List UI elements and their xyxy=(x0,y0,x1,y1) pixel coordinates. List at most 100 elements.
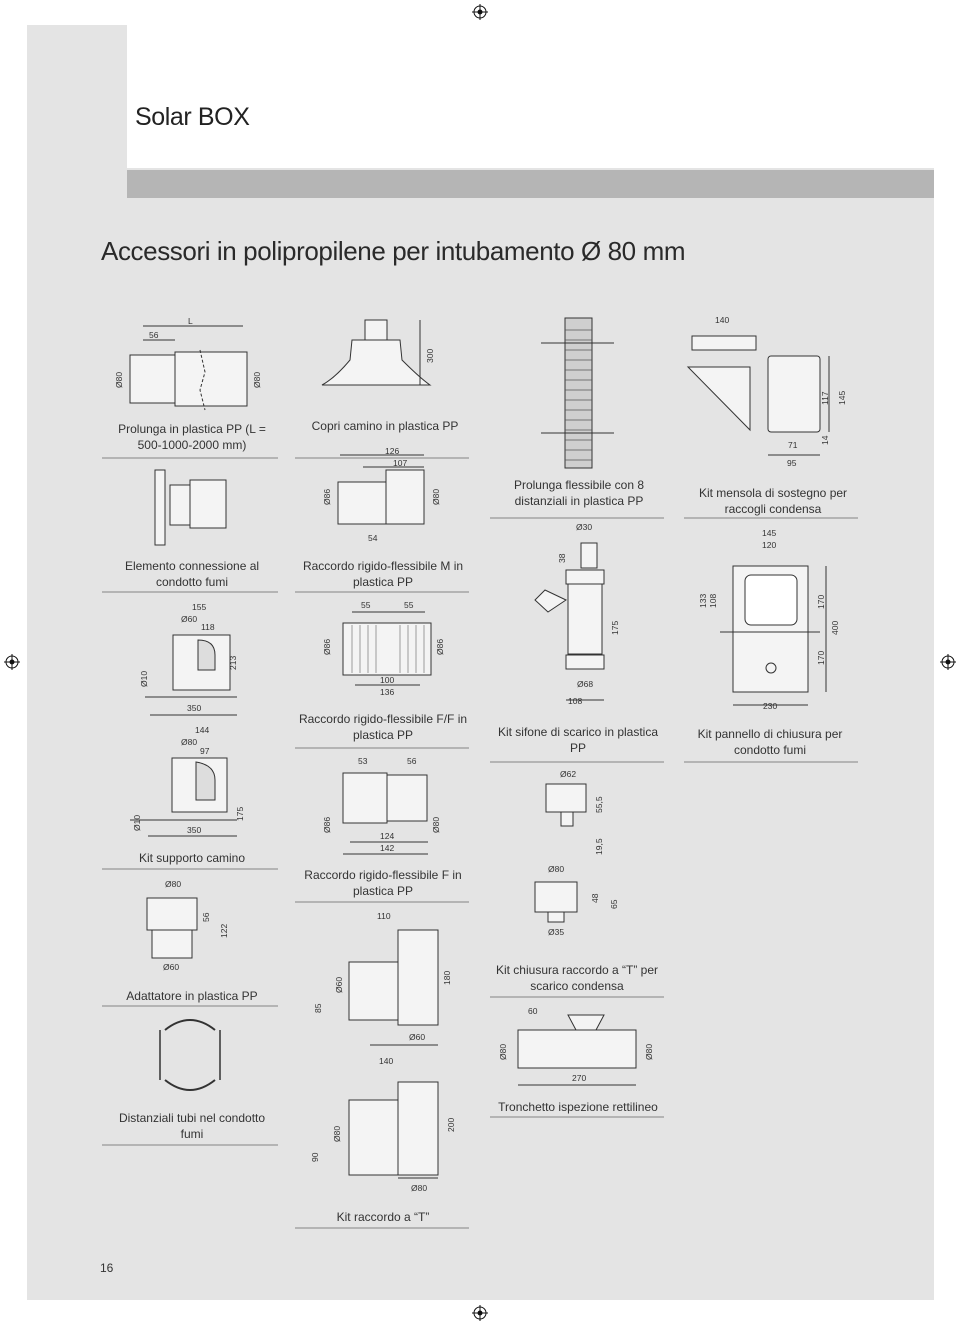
dim-label: 108 xyxy=(708,593,718,608)
dim-label: 122 xyxy=(219,923,229,938)
dim-label: Ø80 xyxy=(498,1043,508,1060)
caption-adattatore: Adattatore in plastica PP xyxy=(126,989,258,1003)
dim-label: Ø62 xyxy=(560,769,577,779)
drawing-pannello xyxy=(720,565,827,706)
dim-label: 270 xyxy=(572,1073,587,1083)
dim-label: Ø80 xyxy=(332,1125,342,1142)
drawing-connessione-side xyxy=(145,634,237,716)
dim-label: Ø80 xyxy=(411,1183,428,1193)
dim-label: 118 xyxy=(201,622,215,632)
drawing-raccordo-t-200 xyxy=(348,1081,439,1179)
registration-mark-icon xyxy=(940,654,956,670)
drawing-supporto-camino xyxy=(130,757,237,837)
dim-label: 65 xyxy=(609,899,619,909)
dim-label: Ø86 xyxy=(322,816,332,833)
dim-label: 175 xyxy=(610,620,620,635)
section-title: Accessori in polipropilene per intubamen… xyxy=(101,236,686,266)
dim-label: 170 xyxy=(816,650,826,665)
dim-label: 54 xyxy=(368,533,378,543)
dim-label: 14 xyxy=(820,435,830,445)
drawing-mensola xyxy=(686,335,830,456)
dim-label: 108 xyxy=(568,696,583,706)
dim-label: 145 xyxy=(837,390,847,405)
caption-rule-lines xyxy=(102,457,858,1229)
caption-tronchetto: Tronchetto ispezione rettilineo xyxy=(498,1100,658,1114)
dim-label: 38 xyxy=(557,553,567,563)
dim-label: 133 xyxy=(698,593,708,608)
dim-label: 90 xyxy=(310,1152,320,1162)
drawing-sifone xyxy=(534,542,605,701)
dim-label: 175 xyxy=(235,806,245,821)
dim-label: Ø10 xyxy=(139,670,149,687)
dim-label: 100 xyxy=(380,675,395,685)
dim-label: Ø80 xyxy=(252,371,262,388)
dim-label: Ø86 xyxy=(435,638,445,655)
header-panel xyxy=(127,25,934,168)
dim-label: Ø86 xyxy=(322,638,332,655)
dim-label: Ø80 xyxy=(644,1043,654,1060)
dim-label: 136 xyxy=(380,687,395,697)
drawing-adattatore xyxy=(146,897,198,959)
dim-label: 60 xyxy=(528,1006,538,1016)
drawing-prolunga xyxy=(129,325,248,411)
header-divider-bar xyxy=(127,170,934,198)
dim-label: Ø80 xyxy=(431,488,441,505)
drawing-tronchetto xyxy=(517,1014,637,1086)
caption-copri-camino: Copri camino in plastica PP xyxy=(311,419,459,433)
caption-raccordo-t: Kit raccordo a “T” xyxy=(336,1210,430,1224)
dim-label: 53 xyxy=(358,756,368,766)
drawing-copri-camino xyxy=(321,319,432,386)
caption-supporto-camino: Kit supporto camino xyxy=(138,851,246,865)
drawing-distanziali xyxy=(159,1019,221,1091)
dim-label: 230 xyxy=(763,701,778,711)
dim-label: 56 xyxy=(407,756,417,766)
dim-label: 350 xyxy=(187,825,202,835)
dim-label: 213 xyxy=(228,655,238,670)
dim-label: Ø35 xyxy=(548,927,565,937)
dim-label: 400 xyxy=(830,620,840,635)
dim-label: 48 xyxy=(590,893,600,903)
dim-label: Ø80 xyxy=(431,816,441,833)
dim-label: 140 xyxy=(715,315,730,325)
dim-label: Ø68 xyxy=(577,679,594,689)
dim-label: 144 xyxy=(195,725,210,735)
dim-label: 124 xyxy=(380,831,395,841)
dim-label: 180 xyxy=(442,970,452,985)
drawing-raccordo-m xyxy=(337,454,425,525)
dim-label: 155 xyxy=(192,602,207,612)
drawing-prolunga-flessibile xyxy=(541,317,614,469)
dim-label: Ø60 xyxy=(163,962,180,972)
dim-label: 300 xyxy=(425,348,435,363)
dim-label: Ø30 xyxy=(576,522,593,532)
dim-label: Ø10 xyxy=(132,814,142,831)
dim-label: 126 xyxy=(385,446,400,456)
dim-label: Ø60 xyxy=(181,614,198,624)
drawing-raccordo-t-90 xyxy=(348,929,439,1046)
dim-label: 200 xyxy=(446,1117,456,1132)
dim-label: Ø80 xyxy=(181,737,198,747)
dim-label: 56 xyxy=(149,330,159,340)
dim-label: 71 xyxy=(788,440,798,450)
dim-label: Ø86 xyxy=(322,488,332,505)
drawing-raccordo-ff xyxy=(342,611,432,686)
dim-label: L xyxy=(188,316,193,326)
registration-mark-icon xyxy=(4,654,20,670)
drawing-raccordo-f xyxy=(342,772,428,855)
dim-label: Ø80 xyxy=(114,371,124,388)
dim-label: 19,5 xyxy=(594,838,604,855)
caption-prolunga: Prolunga in plastica PP (L =500-1000-200… xyxy=(118,422,266,452)
page-number: 16 xyxy=(100,1261,114,1275)
dim-label: 120 xyxy=(762,540,777,550)
registration-mark-icon xyxy=(472,1305,488,1321)
drawing-kit-chiusura xyxy=(534,881,578,923)
dim-label: 85 xyxy=(313,1003,323,1013)
